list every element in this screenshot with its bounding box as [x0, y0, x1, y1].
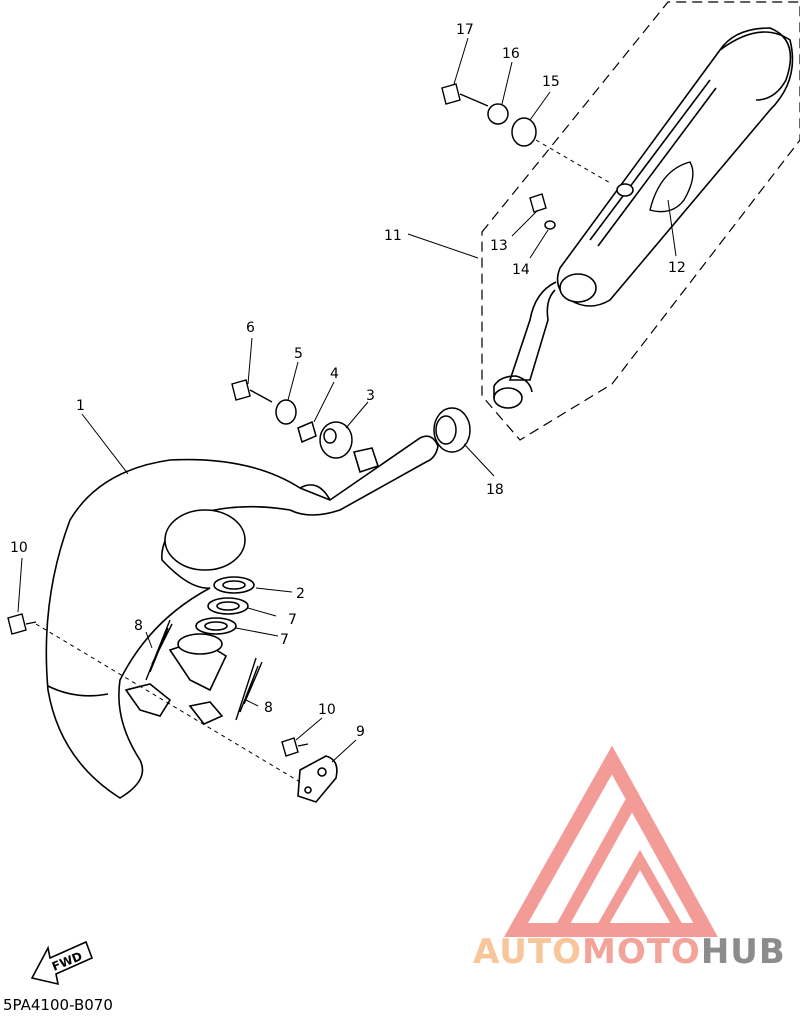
callout-11: 11 [384, 228, 402, 244]
part-code: 5PA4100-B070 [3, 996, 113, 1014]
bracket-9 [297, 755, 338, 803]
muffler [493, 27, 794, 409]
callout-7a: 7 [288, 612, 297, 628]
callout-15: 15 [542, 74, 560, 90]
callout-4: 4 [330, 366, 339, 382]
callout-7b: 7 [280, 632, 289, 648]
callout-9: 9 [356, 724, 365, 740]
callout-8a: 8 [134, 618, 143, 634]
brand-hub: HUB [700, 932, 786, 972]
watermark-brand: AUTOMOTOHUB [473, 932, 786, 972]
callout-6: 6 [246, 320, 255, 336]
callout-5: 5 [294, 346, 303, 362]
springs [145, 619, 263, 721]
expansion-chamber [45, 435, 439, 799]
callout-18: 18 [486, 482, 504, 498]
callout-13: 13 [490, 238, 508, 254]
brand-moto: MOTO [581, 932, 701, 972]
gaskets [195, 576, 255, 635]
callout-8b: 8 [264, 700, 273, 716]
callout-12: 12 [668, 260, 686, 276]
protector-12 [649, 161, 694, 213]
callout-17: 17 [456, 22, 474, 38]
callout-14: 14 [512, 262, 530, 278]
callout-16: 16 [502, 46, 520, 62]
bolts [7, 83, 547, 757]
leader-lines [17, 37, 677, 783]
callout-10b: 10 [318, 702, 336, 718]
watermark-logo [504, 745, 718, 937]
small-parts [275, 103, 556, 459]
callout-1: 1 [76, 398, 85, 414]
fwd-arrow-icon: FWD [30, 940, 94, 986]
brand-auto: AUTO [473, 932, 582, 972]
muffler-assembly-outline [481, 1, 800, 441]
callout-3: 3 [366, 388, 375, 404]
callout-2: 2 [296, 586, 305, 602]
callout-numbers: 1 2 3 4 5 6 7 7 8 8 9 10 10 11 12 13 14 … [10, 22, 686, 740]
callout-10a: 10 [10, 540, 28, 556]
